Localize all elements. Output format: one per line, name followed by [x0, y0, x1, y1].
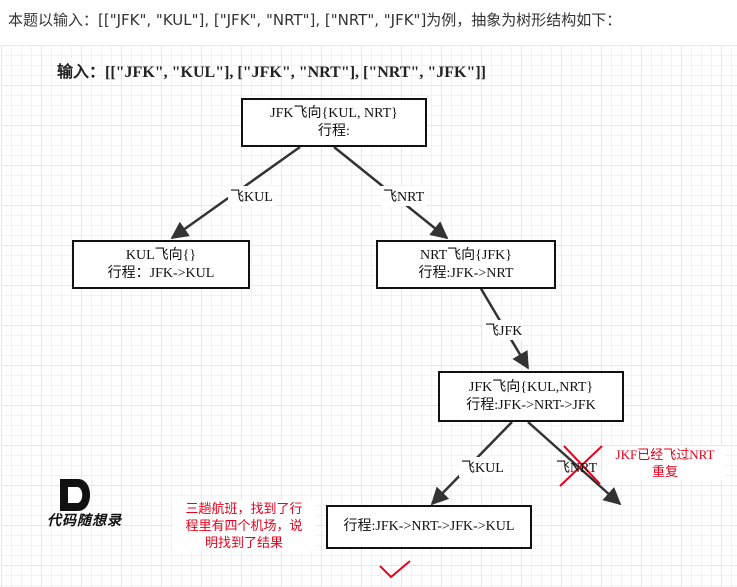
- node-final: 行程:JFK->NRT->JFK->KUL: [326, 505, 532, 549]
- node-root-line2: 行程:: [318, 123, 350, 139]
- note-result-line2: 程里有四个机场，说: [185, 518, 303, 533]
- node-kul-line1: KUL飞向{}: [125, 247, 197, 263]
- edge-label-jfk2-nrt: 飞NRT: [556, 461, 598, 476]
- node-root: JFK飞向{KUL, NRT} 行程:: [241, 98, 427, 147]
- note-duplicate-line1: JKF已经飞过NRT: [615, 447, 715, 462]
- edge-label-nrt-jfk2: 飞JFK: [483, 320, 525, 340]
- edge-jfk2-nrt: [527, 421, 622, 506]
- edge-label-root-nrt: 飞NRT: [381, 186, 427, 206]
- edge-label-jfk2-final: 飞KUL: [459, 457, 506, 477]
- node-jfk2: JFK飞向{KUL,NRT} 行程:JFK->NRT->JFK: [438, 371, 624, 422]
- note-duplicate-line2: 重复: [651, 464, 678, 479]
- edge-label-root-kul: 飞KUL: [228, 186, 275, 206]
- node-nrt: NRT飞向{JFK} 行程:JFK->NRT: [376, 240, 556, 289]
- node-kul-line2: 行程：JFK->KUL: [107, 265, 215, 281]
- note-result-line1: 三趟航班，找到了行: [185, 501, 303, 516]
- red-cross-mark: [559, 445, 603, 487]
- logo-text: 代码随想录: [47, 513, 122, 529]
- note-duplicate: JKF已经飞过NRT 重复: [605, 446, 725, 480]
- note-result-line3: 明找到了结果: [204, 535, 283, 550]
- node-nrt-line2: 行程:JFK->NRT: [418, 265, 514, 281]
- intro-text: 本题以输入：[["JFK", "KUL"], ["JFK", "NRT"], […: [8, 11, 622, 29]
- red-check-mark: [379, 560, 411, 579]
- node-final-line1: 行程:JFK->NRT->JFK->KUL: [343, 519, 515, 534]
- node-root-line1: JFK飞向{KUL, NRT}: [270, 105, 398, 121]
- node-nrt-line1: NRT飞向{JFK}: [420, 247, 512, 263]
- diagram-input-line: 输入：[["JFK", "KUL"], ["JFK", "NRT"], ["NR…: [57, 64, 486, 81]
- note-result: 三趟航班，找到了行 程里有四个机场，说 明找到了结果: [172, 500, 316, 551]
- node-jfk2-line2: 行程:JFK->NRT->JFK: [466, 397, 596, 413]
- node-jfk2-line1: JFK飞向{KUL,NRT}: [468, 379, 594, 395]
- logo-d-icon: [60, 479, 90, 511]
- node-kul: KUL飞向{} 行程：JFK->KUL: [72, 240, 250, 289]
